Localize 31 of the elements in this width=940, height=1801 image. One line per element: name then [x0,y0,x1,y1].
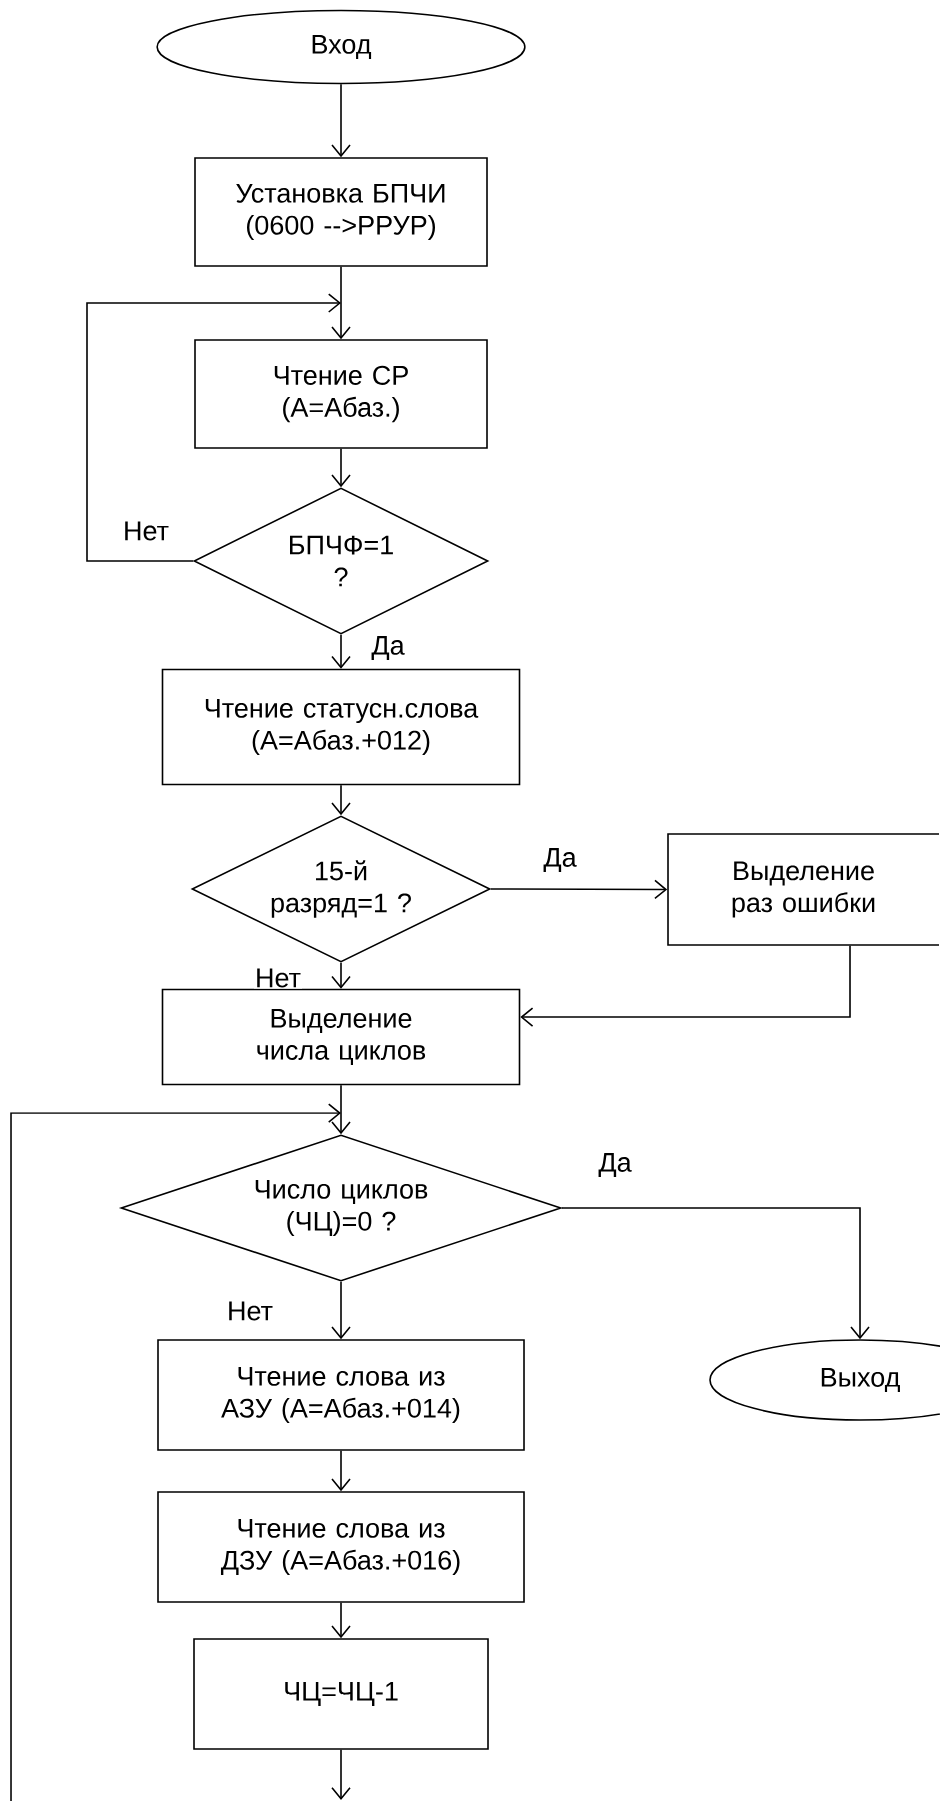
edge-label: Да [597,1152,633,1178]
arrow [331,83,351,158]
edge-label: Нет [122,520,170,542]
arrow [331,1602,351,1639]
edge-label: Нет [226,1300,274,1322]
process-box: Установка БПЧИ (0600 -->РРУР) [194,157,488,267]
arrow [490,879,668,900]
arrow [561,1207,870,1340]
arrow [331,448,351,488]
process-box: Выделение числа циклов [161,988,521,1086]
arrow [331,266,351,340]
arrow [331,784,351,816]
arrow [331,1749,351,1801]
process-box: Чтение слова из АЗУ (А=Абаз.+014) [157,1339,525,1451]
process-box: Выделение раз ошибки [667,833,940,946]
arrow [331,1084,351,1135]
arrow [331,1281,351,1340]
process-box: Чтение слова из ДЗУ (А=Абаз.+016) [157,1491,525,1603]
process-box: Чтение СР (А=Абаз.) [194,339,488,449]
arrow [86,293,341,562]
arrow [331,634,351,669]
arrow [520,945,851,1027]
edge-label: Да [542,847,578,873]
edge-label: Нет [254,967,302,989]
arrow [331,1450,351,1492]
arrow [331,962,351,989]
arrow [10,1103,341,1801]
terminal-oval: Вход [156,9,526,85]
process-box: Чтение статусн.слова (А=Абаз.+012) [161,668,521,786]
process-box: ЧЦ=ЧЦ-1 [193,1638,489,1750]
edge-label: Да [370,635,406,661]
